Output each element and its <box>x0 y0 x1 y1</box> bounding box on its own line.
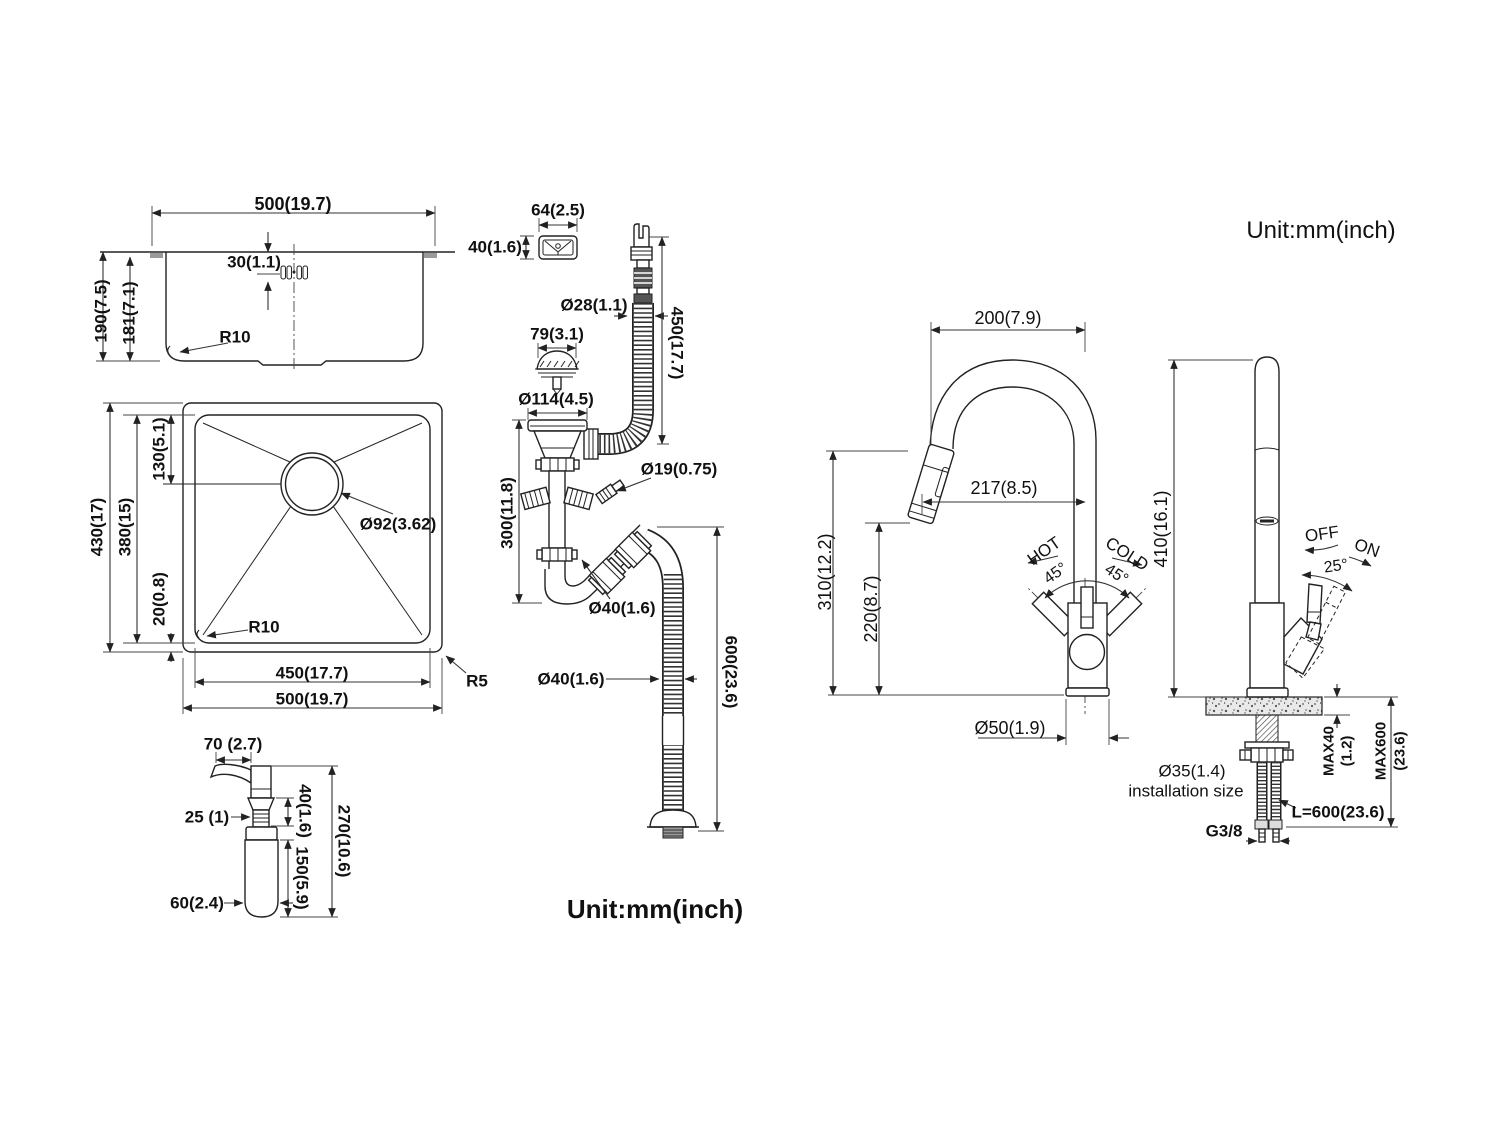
sink-side-hole-offset: 30(1.1) <box>227 252 281 272</box>
overflow-hose-dia: Ø28(1.1) <box>560 295 628 315</box>
sink-side-height-inner: 181(7.1) <box>119 281 139 345</box>
faucet-hot-angle: 45° <box>1040 559 1071 588</box>
drain-trap-dia: Ø40(1.6) <box>588 598 656 618</box>
dispenser-total-height: 270(10.6) <box>334 804 354 878</box>
sink-side-corner-radius: R10 <box>219 327 251 347</box>
sink-top-inner-height: 380(15) <box>115 497 135 557</box>
counter-max-thickness: MAX40 <box>1320 725 1338 777</box>
counter-max-thickness-inch: (1.2) <box>1338 735 1356 767</box>
sink-side-view <box>96 206 455 370</box>
sink-top-drain-offset: 130(5.1) <box>149 417 169 481</box>
strainer-basket-dia: 79(3.1) <box>530 324 584 344</box>
dispenser-bottle-height: 150(5.9) <box>292 846 312 910</box>
sink-top-outer-height: 430(17) <box>87 497 107 557</box>
faucet-outlet-reach: 217(8.5) <box>970 478 1038 498</box>
waste-hose-dia: Ø40(1.6) <box>537 669 605 689</box>
drain-body-height: 300(11.8) <box>497 477 517 549</box>
hose-max-reach: MAX600 <box>1372 721 1390 781</box>
lever-on-label: ON <box>1351 534 1383 562</box>
supply-thread: G3/8 <box>1205 821 1243 841</box>
sink-top-outer-width: 500(19.7) <box>275 689 349 709</box>
overflow-cover-width: 64(2.5) <box>531 200 585 220</box>
hose-max-reach-inch: (23.6) <box>1391 731 1409 771</box>
drain-spigot-dia: Ø19(0.75) <box>640 459 718 479</box>
faucet-base-dia: Ø50(1.9) <box>974 718 1046 738</box>
faucet-spout-reach: 200(7.9) <box>974 308 1042 328</box>
dispenser-collar-height: 40(1.6) <box>295 784 315 838</box>
lever-off-label: OFF <box>1303 522 1341 546</box>
soap-dispenser-view <box>209 752 338 918</box>
sink-top-inner-width: 450(17.7) <box>275 663 349 683</box>
sink-top-edge-gap: 20(0.8) <box>149 572 169 626</box>
sink-side-width: 500(19.7) <box>254 194 332 214</box>
overflow-cover-height: 40(1.6) <box>468 237 522 257</box>
lever-angle: 25° <box>1322 556 1350 577</box>
unit-note-top: Unit:mm(inch) <box>1246 217 1396 244</box>
drain-assembly-view <box>512 218 724 839</box>
faucet-outlet-height: 310(12.2) <box>815 533 835 611</box>
overflow-hose-length: 450(17.7) <box>667 306 687 380</box>
sink-top-view <box>103 402 467 714</box>
supply-hose-length: L=600(23.6) <box>1291 802 1385 822</box>
faucet-head-height: 220(8.7) <box>861 575 881 643</box>
faucet-front-view <box>826 322 1147 745</box>
faucet-cold-angle: 45° <box>1101 560 1132 589</box>
sink-side-height-outer: 190(7.5) <box>91 279 111 343</box>
waste-hose-length: 600(23.6) <box>721 635 741 709</box>
dispenser-thread-dia: 25 (1) <box>184 807 230 827</box>
sink-top-corner-radius: R10 <box>248 617 280 637</box>
sink-top-drain-dia: Ø92(3.62) <box>359 514 437 534</box>
installation-dia: Ø35(1.4) <box>1158 761 1226 781</box>
drain-flange-dia: Ø114(4.5) <box>518 389 594 409</box>
dispenser-spout-length: 70 (2.7) <box>203 734 263 754</box>
sink-top-outer-corner-radius: R5 <box>466 671 488 691</box>
faucet-side-view <box>1168 356 1398 845</box>
unit-note-bottom: Unit:mm(inch) <box>566 894 744 924</box>
faucet-total-height: 410(16.1) <box>1151 490 1171 568</box>
installation-note: installation size <box>1128 781 1244 801</box>
dispenser-bottle-dia: 60(2.4) <box>170 893 224 913</box>
